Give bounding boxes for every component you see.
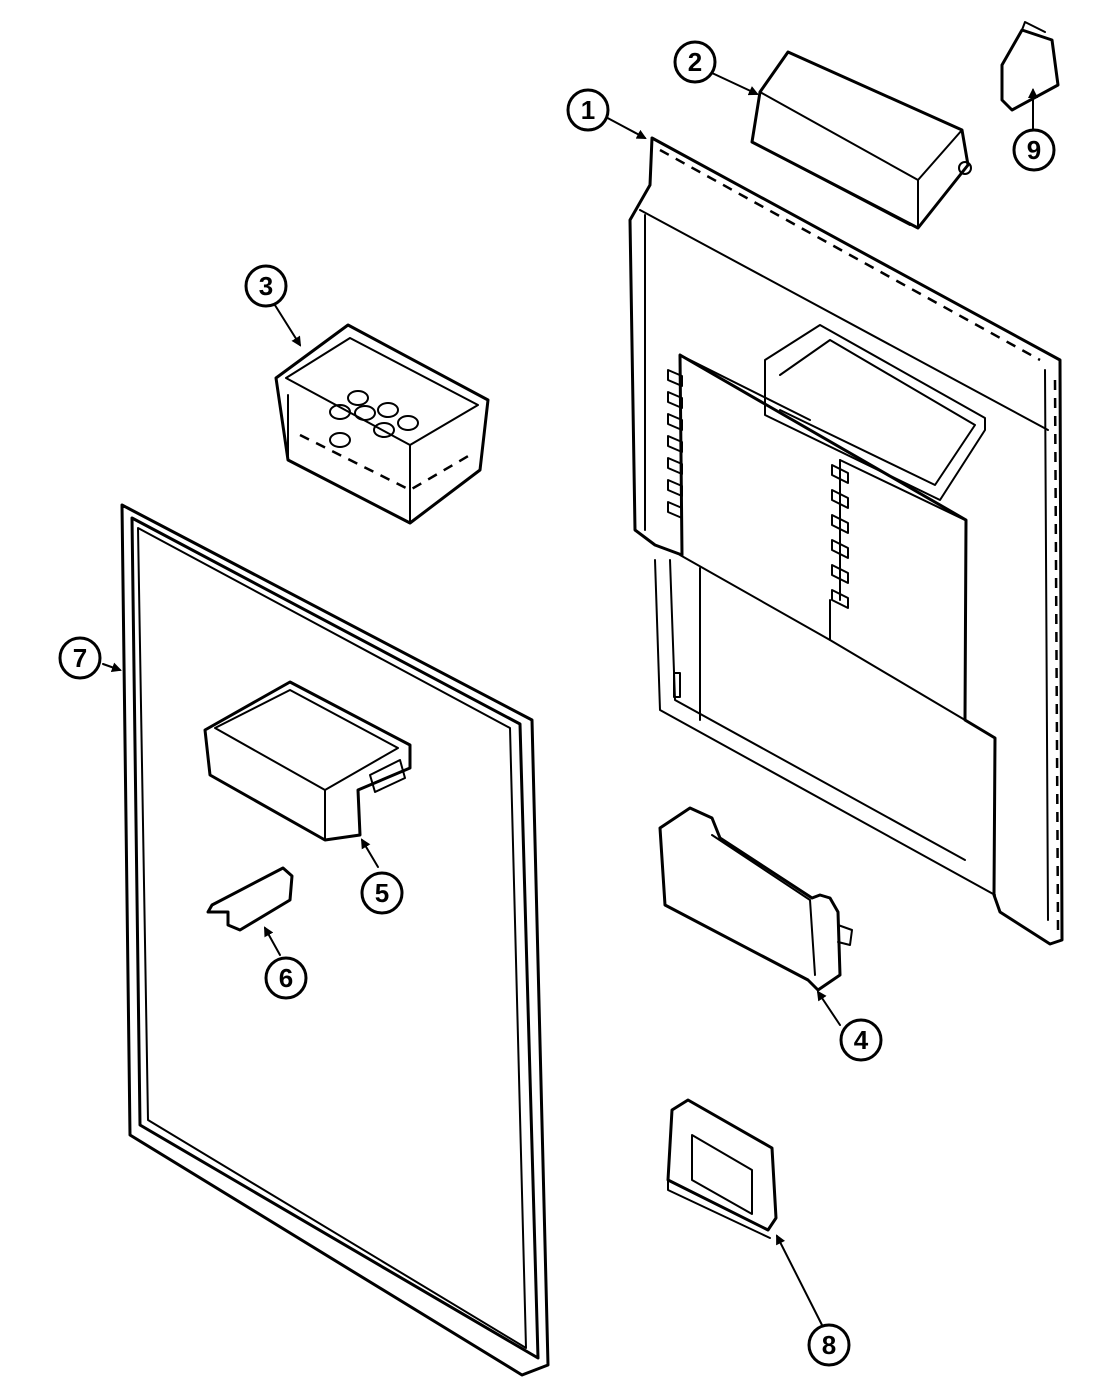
callout-label: 7 (73, 643, 87, 673)
part-3-egg-bin (274, 323, 490, 525)
callout-label: 2 (688, 47, 702, 77)
shelf-notches-left (667, 369, 683, 519)
callout-label: 6 (279, 963, 293, 993)
leader-7 (102, 662, 122, 673)
part-8-handle-trim (666, 1098, 778, 1239)
part-1-door-liner (628, 136, 1064, 946)
callout-9: 9 (1012, 128, 1056, 172)
callout-label: 3 (259, 271, 273, 301)
callout-6: 6 (264, 956, 308, 1000)
callout-label: 1 (581, 95, 595, 125)
callout-label: 4 (854, 1025, 869, 1055)
part-2-top-cover (750, 50, 972, 230)
leader-2 (711, 72, 759, 96)
callout-7: 7 (58, 636, 102, 680)
callout-5: 5 (360, 871, 404, 915)
callout-3: 3 (244, 264, 288, 308)
part-4-door-shelf (658, 806, 853, 992)
leader-3 (272, 301, 302, 347)
leader-6 (264, 926, 281, 956)
callout-4: 4 (839, 1018, 883, 1062)
leader-5 (360, 838, 379, 868)
part-7-door-gasket (120, 503, 550, 1377)
callout-label: 9 (1027, 135, 1041, 165)
callout-label: 5 (375, 878, 389, 908)
part-6-retainer-clip (206, 866, 294, 932)
callout-1: 1 (566, 88, 610, 132)
shelf-notches-right (831, 464, 849, 609)
part-9-end-cap (1000, 21, 1060, 112)
leader-1 (601, 114, 647, 139)
callout-8: 8 (807, 1323, 851, 1367)
leader-4 (816, 990, 841, 1026)
part-5-door-bin (203, 680, 412, 842)
callout-label: 8 (822, 1330, 836, 1360)
leader-8 (776, 1234, 823, 1326)
callout-2: 2 (673, 40, 717, 84)
leader-lines (102, 72, 1038, 1326)
